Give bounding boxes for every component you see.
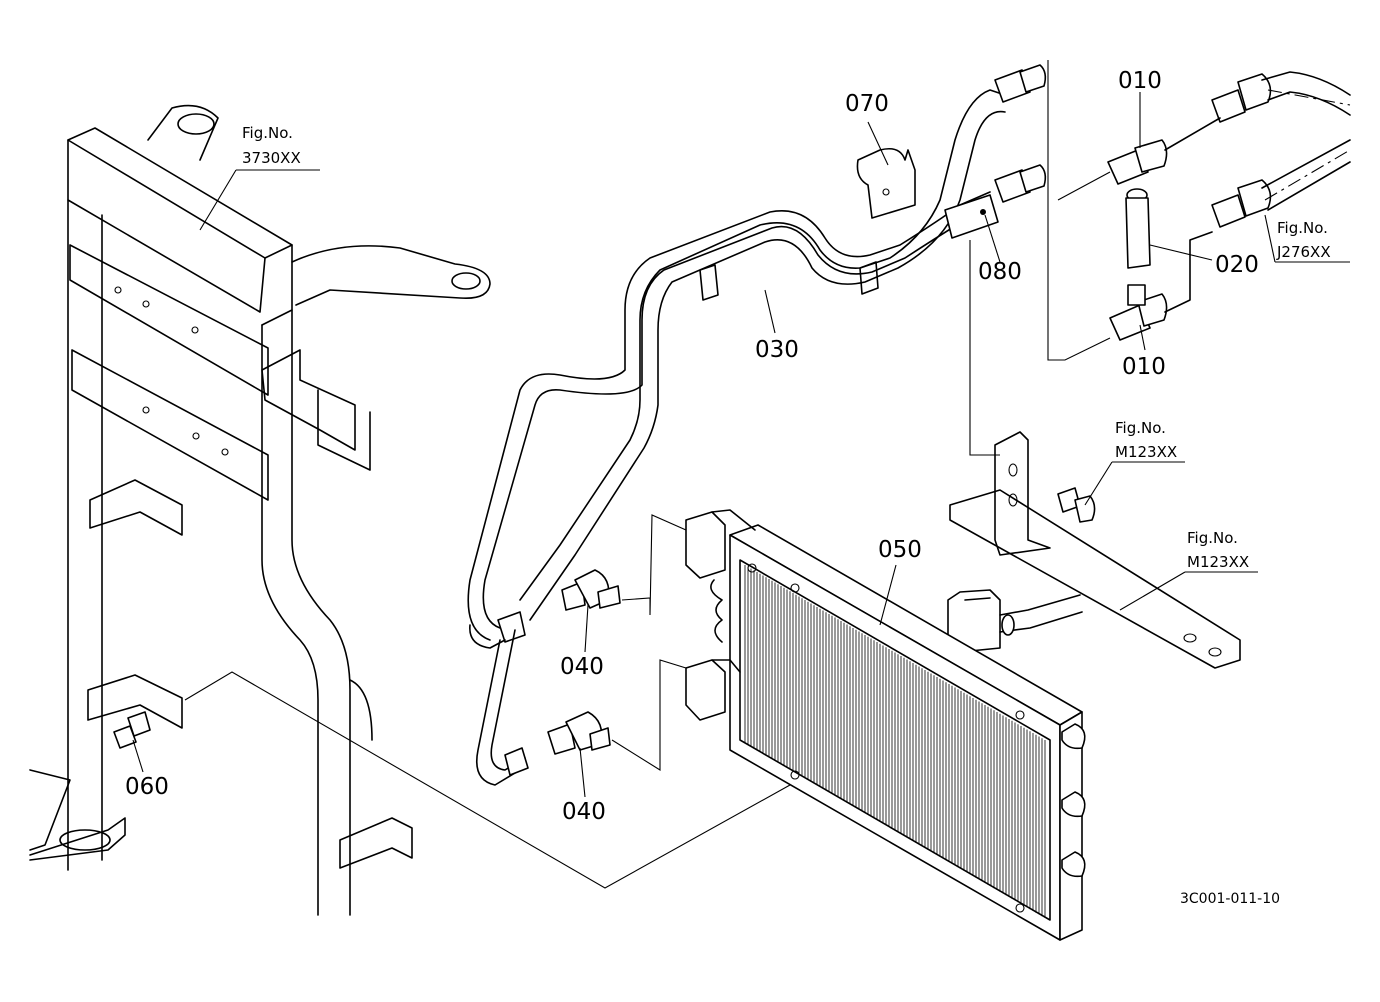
part-070: 070	[845, 91, 889, 117]
ref-3730-label: Fig.No.	[242, 124, 293, 142]
ref-m123a-number: M123XX	[1115, 443, 1177, 461]
part-020: 020	[1215, 252, 1259, 278]
mount-bracket	[947, 431, 1241, 669]
bracket-line-010	[1047, 60, 1111, 361]
drawing-code: 3C001-011-10	[1180, 891, 1280, 907]
part-050: 050	[878, 537, 922, 563]
frame-assembly	[29, 104, 491, 916]
ref-j276-number: J276XX	[1276, 243, 1331, 261]
ref-j276-label: Fig.No.	[1277, 219, 1328, 237]
oil-cooler-050	[685, 509, 1086, 941]
line-040-upper	[621, 514, 687, 616]
part-010-bottom: 010	[1122, 354, 1166, 380]
part-040-lower: 040	[562, 799, 606, 825]
line-040-lower	[611, 659, 687, 771]
filter-assembly	[1107, 71, 1351, 341]
bracket-line-080	[969, 240, 1000, 456]
elbow-040-lower	[504, 711, 611, 776]
ref-m123a-label: Fig.No.	[1115, 419, 1166, 437]
ref-m123b-label: Fig.No.	[1187, 529, 1238, 547]
ref-3730-number: 3730XX	[242, 149, 301, 167]
part-040-upper: 040	[560, 654, 604, 680]
part-060: 060	[125, 774, 169, 800]
part-080: 080	[978, 259, 1022, 285]
oil-pipe-030	[467, 89, 1006, 786]
pipe-fitting-upper	[944, 64, 1047, 239]
clamp-070	[856, 147, 916, 219]
leader-lines	[132, 92, 1350, 798]
bracket-line-010-top	[1057, 171, 1111, 201]
part-010-top: 010	[1118, 68, 1162, 94]
line-060	[184, 671, 791, 889]
part-030: 030	[755, 337, 799, 363]
plug-060	[113, 711, 151, 749]
ref-m123b-number: M123XX	[1187, 553, 1249, 571]
elbow-040-upper	[561, 569, 621, 611]
